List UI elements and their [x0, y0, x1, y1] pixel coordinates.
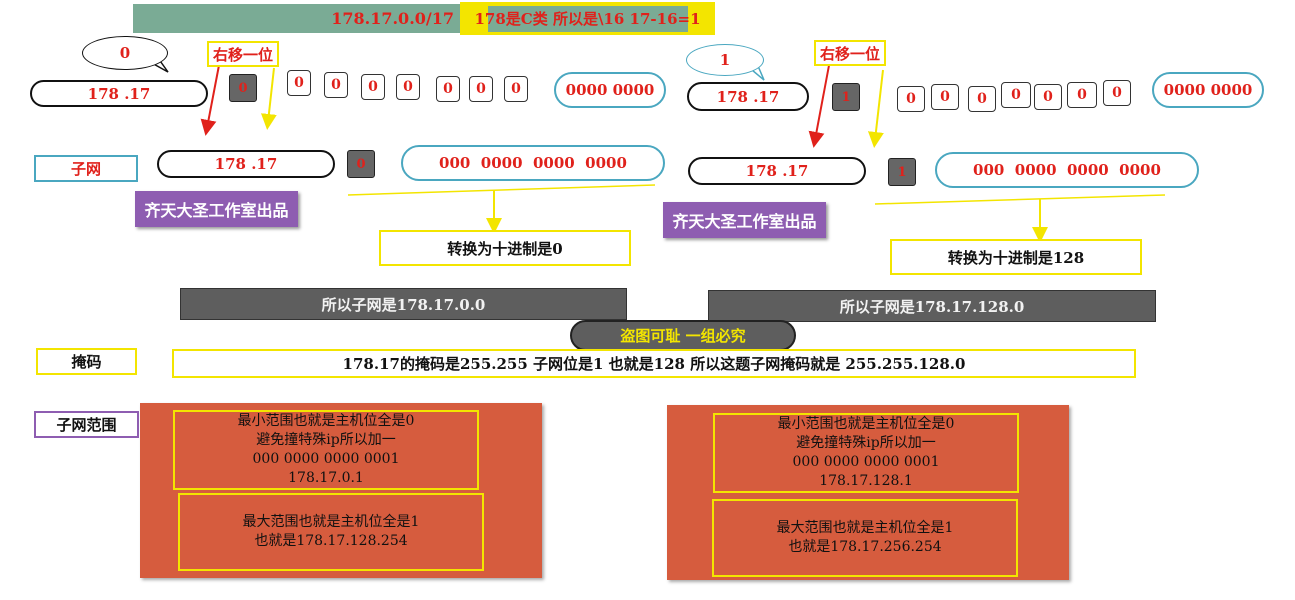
right-bit-7: 0 — [1103, 80, 1131, 106]
header-ip-bar: 178.17.0.0/17 — [133, 4, 460, 33]
right-bit-1: 0 — [897, 86, 925, 112]
left-result: 所以子网是178.17.0.0 — [180, 288, 627, 320]
left-bit-5: 0 — [436, 76, 460, 102]
subnet-label: 子网 — [34, 155, 138, 182]
left-bit-4: 0 — [396, 74, 420, 100]
left-bit-2: 0 — [324, 72, 348, 98]
right-underline — [874, 194, 1166, 205]
left-range-block — [140, 403, 542, 578]
left-host-bits: 000 0000 0000 0000 — [401, 145, 665, 181]
right-host-octet: 0000 0000 — [1152, 72, 1264, 108]
right-range-min: 最小范围也就是主机位全是0 避免撞特殊ip所以加一 000 0000 0000 … — [713, 413, 1019, 493]
range-label: 子网范围 — [34, 411, 139, 438]
left-range-max: 最大范围也就是主机位全是1 也就是178.17.128.254 — [178, 493, 484, 571]
left-red-arrow — [200, 59, 221, 136]
left-bubble: 0 — [82, 36, 168, 70]
left-dark-bit: 0 — [229, 74, 257, 102]
left-underline — [347, 184, 656, 196]
watermark-pill: 盗图可耻 一组必究 — [570, 320, 796, 351]
left-studio-badge: 齐天大圣工作室出品 — [135, 191, 298, 227]
mask-label: 掩码 — [36, 348, 137, 375]
right-decimal: 转换为十进制是128 — [890, 239, 1142, 275]
header-note: 178是C类 所以是\16 17-16=1 — [460, 2, 715, 35]
left-host-octet: 0000 0000 — [554, 72, 666, 108]
right-red-arrow — [808, 59, 831, 148]
left-shift-label: 右移一位 — [207, 41, 279, 67]
left-bit-3: 0 — [361, 74, 385, 100]
header-note-text: 178是C类 所以是\16 17-16=1 — [474, 10, 701, 28]
right-bit-4: 0 — [1001, 82, 1031, 108]
right-dark-bit: 1 — [832, 83, 860, 111]
right-result: 所以子网是178.17.128.0 — [708, 290, 1156, 322]
right-bit-2: 0 — [931, 84, 959, 110]
mask-text-box: 178.17的掩码是255.255 子网位是1 也就是128 所以这题子网掩码就… — [172, 349, 1136, 378]
right-bit-6: 0 — [1067, 82, 1097, 108]
left-bit-6: 0 — [469, 76, 493, 102]
right-range-max: 最大范围也就是主机位全是1 也就是178.17.256.254 — [712, 499, 1018, 577]
right-shift-label: 右移一位 — [814, 40, 886, 66]
left-bubble-text: 0 — [119, 44, 131, 62]
header-ip-label: 178.17.0.0/17 — [331, 9, 454, 28]
right-net-prefix: 178 .17 — [687, 82, 809, 111]
left-net-prefix: 178 .17 — [30, 80, 208, 107]
left-bit-7: 0 — [504, 76, 528, 102]
right-bubble: 1 — [686, 44, 764, 76]
right-subnet-bit: 1 — [888, 158, 916, 186]
left-yellow-arrow — [260, 67, 277, 130]
left-bit-1: 0 — [287, 70, 311, 96]
left-subnet-prefix: 178 .17 — [157, 150, 335, 178]
right-bit-5: 0 — [1034, 84, 1062, 110]
left-range-min: 最小范围也就是主机位全是0 避免撞特殊ip所以加一 000 0000 0000 … — [173, 410, 479, 490]
left-subnet-bit: 0 — [347, 150, 375, 178]
right-subnet-prefix: 178 .17 — [688, 157, 866, 185]
right-host-bits: 000 0000 0000 0000 — [935, 152, 1199, 188]
right-yellow-arrow — [867, 69, 884, 148]
right-bubble-text: 1 — [719, 51, 731, 69]
right-bit-3: 0 — [968, 86, 996, 112]
right-studio-badge: 齐天大圣工作室出品 — [663, 202, 826, 238]
left-decimal: 转换为十进制是0 — [379, 230, 631, 266]
